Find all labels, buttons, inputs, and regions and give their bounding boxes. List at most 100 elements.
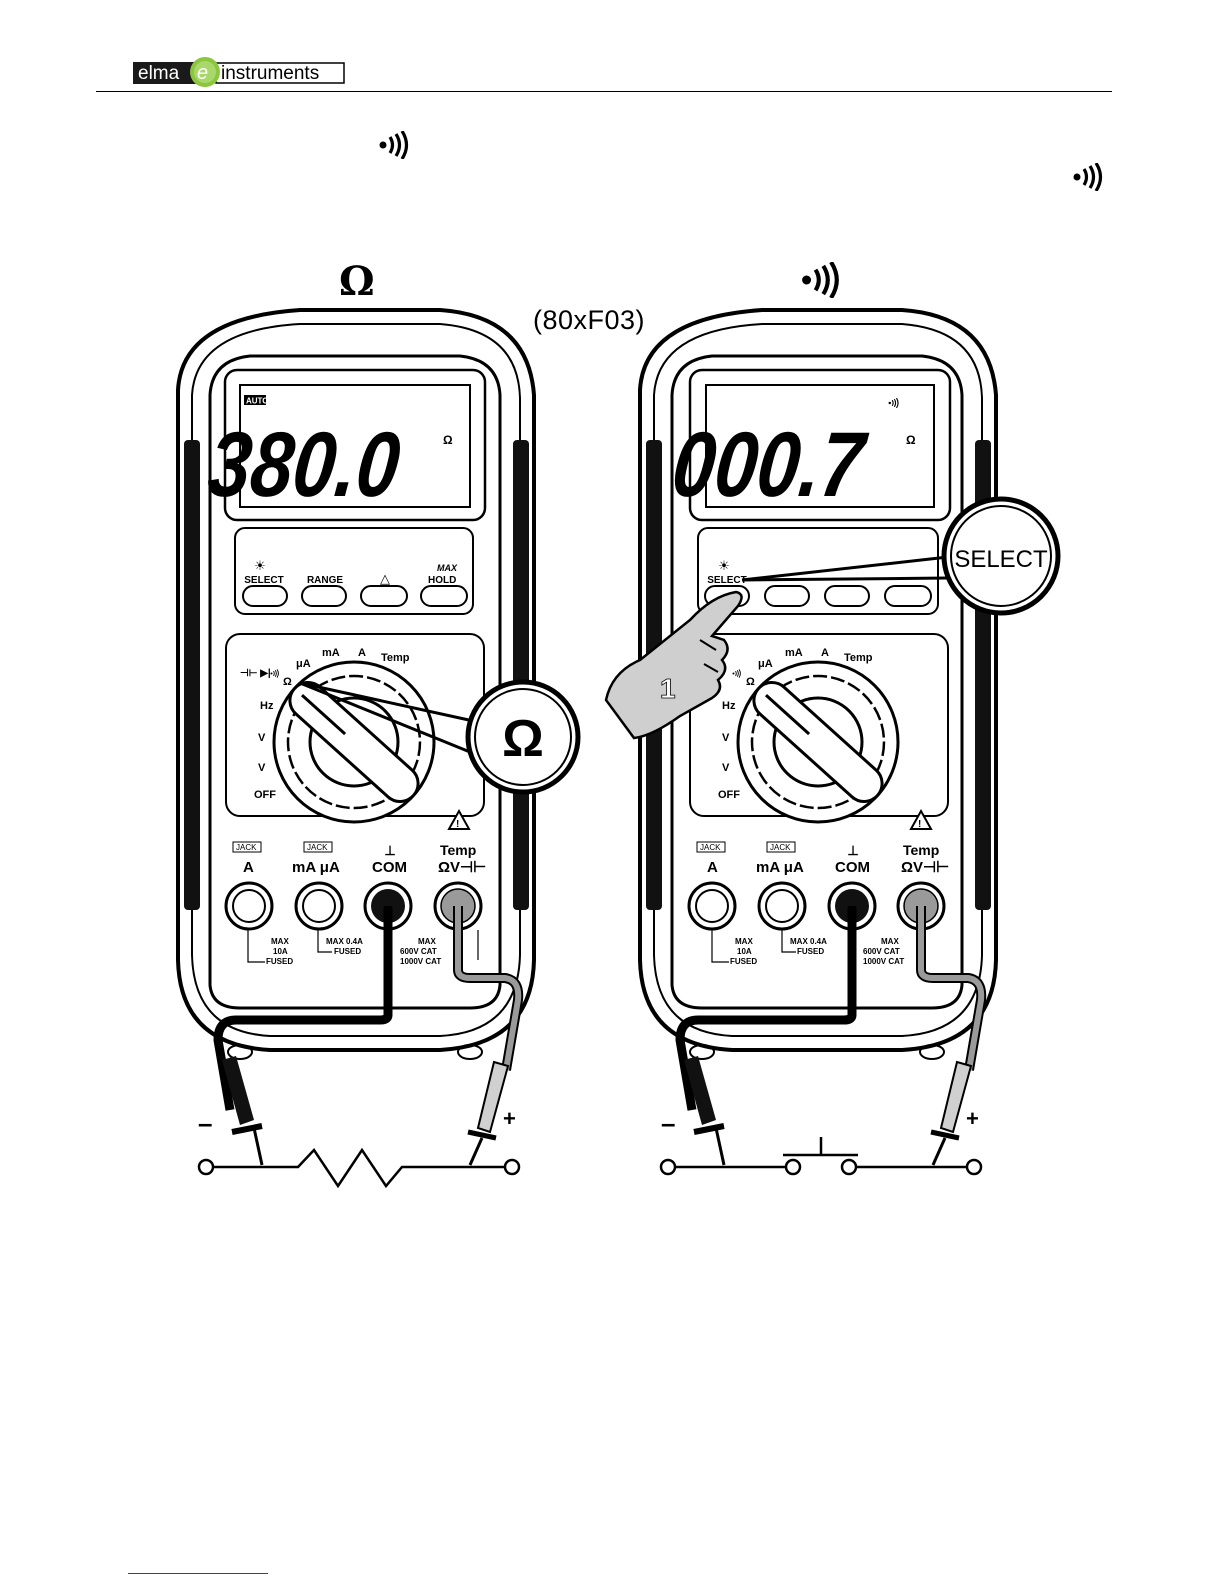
lcd-unit: Ω <box>443 433 453 447</box>
brand-left-text: elma <box>138 63 180 84</box>
svg-text:⊣⊢ ▶|: ⊣⊢ ▶| <box>240 668 271 679</box>
continuity-beep-icon <box>802 260 839 300</box>
jack-ma-ua-label: mA μA <box>292 859 340 876</box>
resistor-circuit <box>197 1147 521 1189</box>
dial-vdc-label: V <box>722 762 730 774</box>
dial-hz-label: Hz <box>260 700 274 712</box>
dial-hz-label: Hz <box>722 700 736 712</box>
select-label: SELECT <box>244 575 283 586</box>
lcd-reading: 000.7 <box>668 412 872 516</box>
relative-button[interactable] <box>824 585 870 607</box>
continuity-beep-icon <box>379 130 409 160</box>
svg-text:!: ! <box>918 819 921 830</box>
jack-tag: JACK <box>770 843 791 852</box>
rating-text: MAX <box>881 937 899 946</box>
jack-tag: JACK <box>236 843 257 852</box>
svg-text:☀: ☀ <box>254 558 266 573</box>
negative-lead-label: – <box>661 1108 675 1138</box>
rating-text: 10A <box>273 947 288 956</box>
continuity-mode-heading <box>800 260 844 303</box>
svg-text:!: ! <box>456 819 459 830</box>
hold-button[interactable] <box>884 585 932 607</box>
ohm-mode-heading: Ω <box>339 258 375 305</box>
jack-v-ohm-label: ΩV⊣⊢ <box>438 859 486 876</box>
dial-ma-label: mA <box>322 647 340 659</box>
pointing-hand-icon: 1 <box>604 590 743 740</box>
dial-temp-label: Temp <box>844 652 873 664</box>
select-callout-label: SELECT <box>954 546 1048 573</box>
rotary-dial[interactable] <box>736 660 900 824</box>
lcd-unit: Ω <box>906 433 916 447</box>
svg-text:⊥: ⊥ <box>384 843 395 858</box>
brand-right-text: instruments <box>221 63 319 84</box>
rating-text: MAX 0.4A <box>326 937 363 946</box>
rating-text: FUSED <box>730 957 757 966</box>
dial-vac-label: V <box>258 732 266 744</box>
rating-text: 1000V CAT <box>400 957 441 966</box>
beep-symbol-inline-1 <box>378 130 412 164</box>
svg-text:⊥: ⊥ <box>847 843 858 858</box>
auto-range-badge: AUTO <box>246 397 269 406</box>
jack-v-ohm-label: ΩV⊣⊢ <box>901 859 949 876</box>
jack-a-label: A <box>707 859 718 876</box>
rating-text: 1000V CAT <box>863 957 904 966</box>
jack-a-label: A <box>243 859 254 876</box>
rating-text: 10A <box>737 947 752 956</box>
dial-vac-label: V <box>722 732 730 744</box>
rating-text: FUSED <box>797 947 824 956</box>
dial-a-label: A <box>821 647 829 659</box>
rating-text: FUSED <box>334 947 361 956</box>
range-button[interactable] <box>301 585 347 607</box>
select-label: SELECT <box>707 575 746 586</box>
lcd-reading: 380.0 <box>204 412 405 516</box>
ohm-callout-symbol: Ω <box>502 710 544 768</box>
relative-button[interactable] <box>360 585 408 607</box>
range-label: RANGE <box>307 575 343 586</box>
rating-text: 600V CAT <box>400 947 437 956</box>
negative-lead-label: – <box>198 1108 212 1138</box>
jack-ma-ua-label: mA μA <box>756 859 804 876</box>
range-button[interactable] <box>764 585 810 607</box>
rating-text: MAX <box>418 937 436 946</box>
rating-text: MAX 0.4A <box>790 937 827 946</box>
relative-label: △ <box>380 571 390 586</box>
dial-ua-label: μA <box>758 658 773 670</box>
step-number: 1 <box>660 673 676 704</box>
max-label: MAX <box>437 563 458 573</box>
hold-label: HOLD <box>428 575 456 586</box>
rating-text: MAX <box>735 937 753 946</box>
switch-circuit <box>659 1137 983 1176</box>
jack-temp-label: Temp <box>440 842 476 858</box>
rating-text: FUSED <box>266 957 293 966</box>
dial-off-label: OFF <box>254 789 276 801</box>
dial-temp-label: Temp <box>381 652 410 664</box>
brand-mark-text: e <box>197 62 208 84</box>
rotary-dial[interactable] <box>272 660 436 824</box>
positive-lead-label: + <box>503 1106 516 1131</box>
header-divider <box>96 91 1112 92</box>
jack-tag: JACK <box>700 843 721 852</box>
dial-ua-label: μA <box>296 658 311 670</box>
svg-text:☀: ☀ <box>718 558 730 573</box>
jack-com-label: COM <box>835 859 870 876</box>
rating-text: MAX <box>271 937 289 946</box>
beep-symbol-inline-2 <box>1072 162 1106 196</box>
dial-a-label: A <box>358 647 366 659</box>
model-code-label: (80xF03) <box>533 305 646 335</box>
hold-button[interactable] <box>420 585 468 607</box>
right-multimeter: 000.7 Ω ☀ SELECT SELECT μA mA A Temp ▶| … <box>604 308 1061 1176</box>
jack-temp-label: Temp <box>903 842 939 858</box>
footer-link-underline <box>128 1573 268 1574</box>
positive-lead-label: + <box>966 1106 979 1131</box>
rating-text: 600V CAT <box>863 947 900 956</box>
dial-off-label: OFF <box>718 789 740 801</box>
dial-vdc-label: V <box>258 762 266 774</box>
jack-com-label: COM <box>372 859 407 876</box>
jack-tag: JACK <box>307 843 328 852</box>
select-button[interactable] <box>242 585 288 607</box>
resistor-zigzag <box>213 1147 505 1189</box>
brand-logo: elma instruments e <box>133 57 348 92</box>
left-multimeter: AUTO 380.0 Ω ☀ SELECT RANGE △ MAX HOLD μ… <box>176 308 581 1189</box>
dial-ohm-label: Ω <box>283 676 292 688</box>
